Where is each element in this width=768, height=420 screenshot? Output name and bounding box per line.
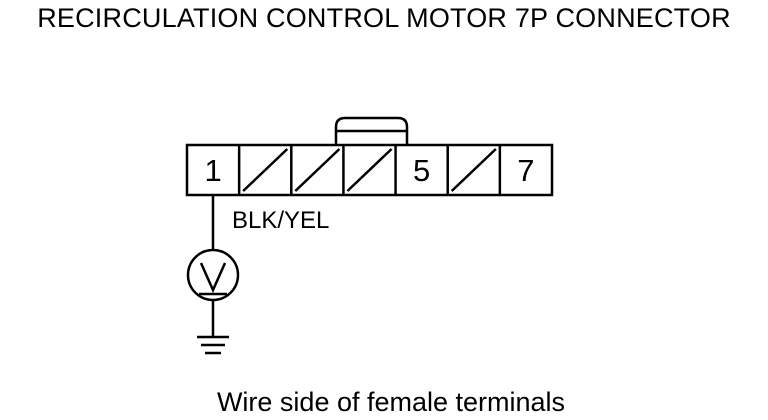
terminal-7-label: 7: [517, 153, 534, 188]
terminal-cells: 1 5 7: [204, 145, 535, 195]
diagram-title: RECIRCULATION CONTROL MOTOR 7P CONNECTOR: [37, 3, 731, 33]
wire-color-label: BLK/YEL: [232, 207, 330, 234]
voltmeter-icon: [186, 248, 240, 302]
empty-terminal-slash: [346, 148, 393, 192]
ground-icon: [197, 335, 229, 355]
terminal-5-label: 5: [413, 153, 430, 188]
connector-lock-tab: [334, 116, 409, 145]
diagram-caption: Wire side of female terminals: [216, 387, 566, 417]
empty-terminal-slash: [242, 148, 289, 192]
empty-terminal-slash: [450, 148, 497, 192]
terminal-1-label: 1: [204, 153, 221, 188]
empty-terminal-slash: [294, 148, 341, 192]
